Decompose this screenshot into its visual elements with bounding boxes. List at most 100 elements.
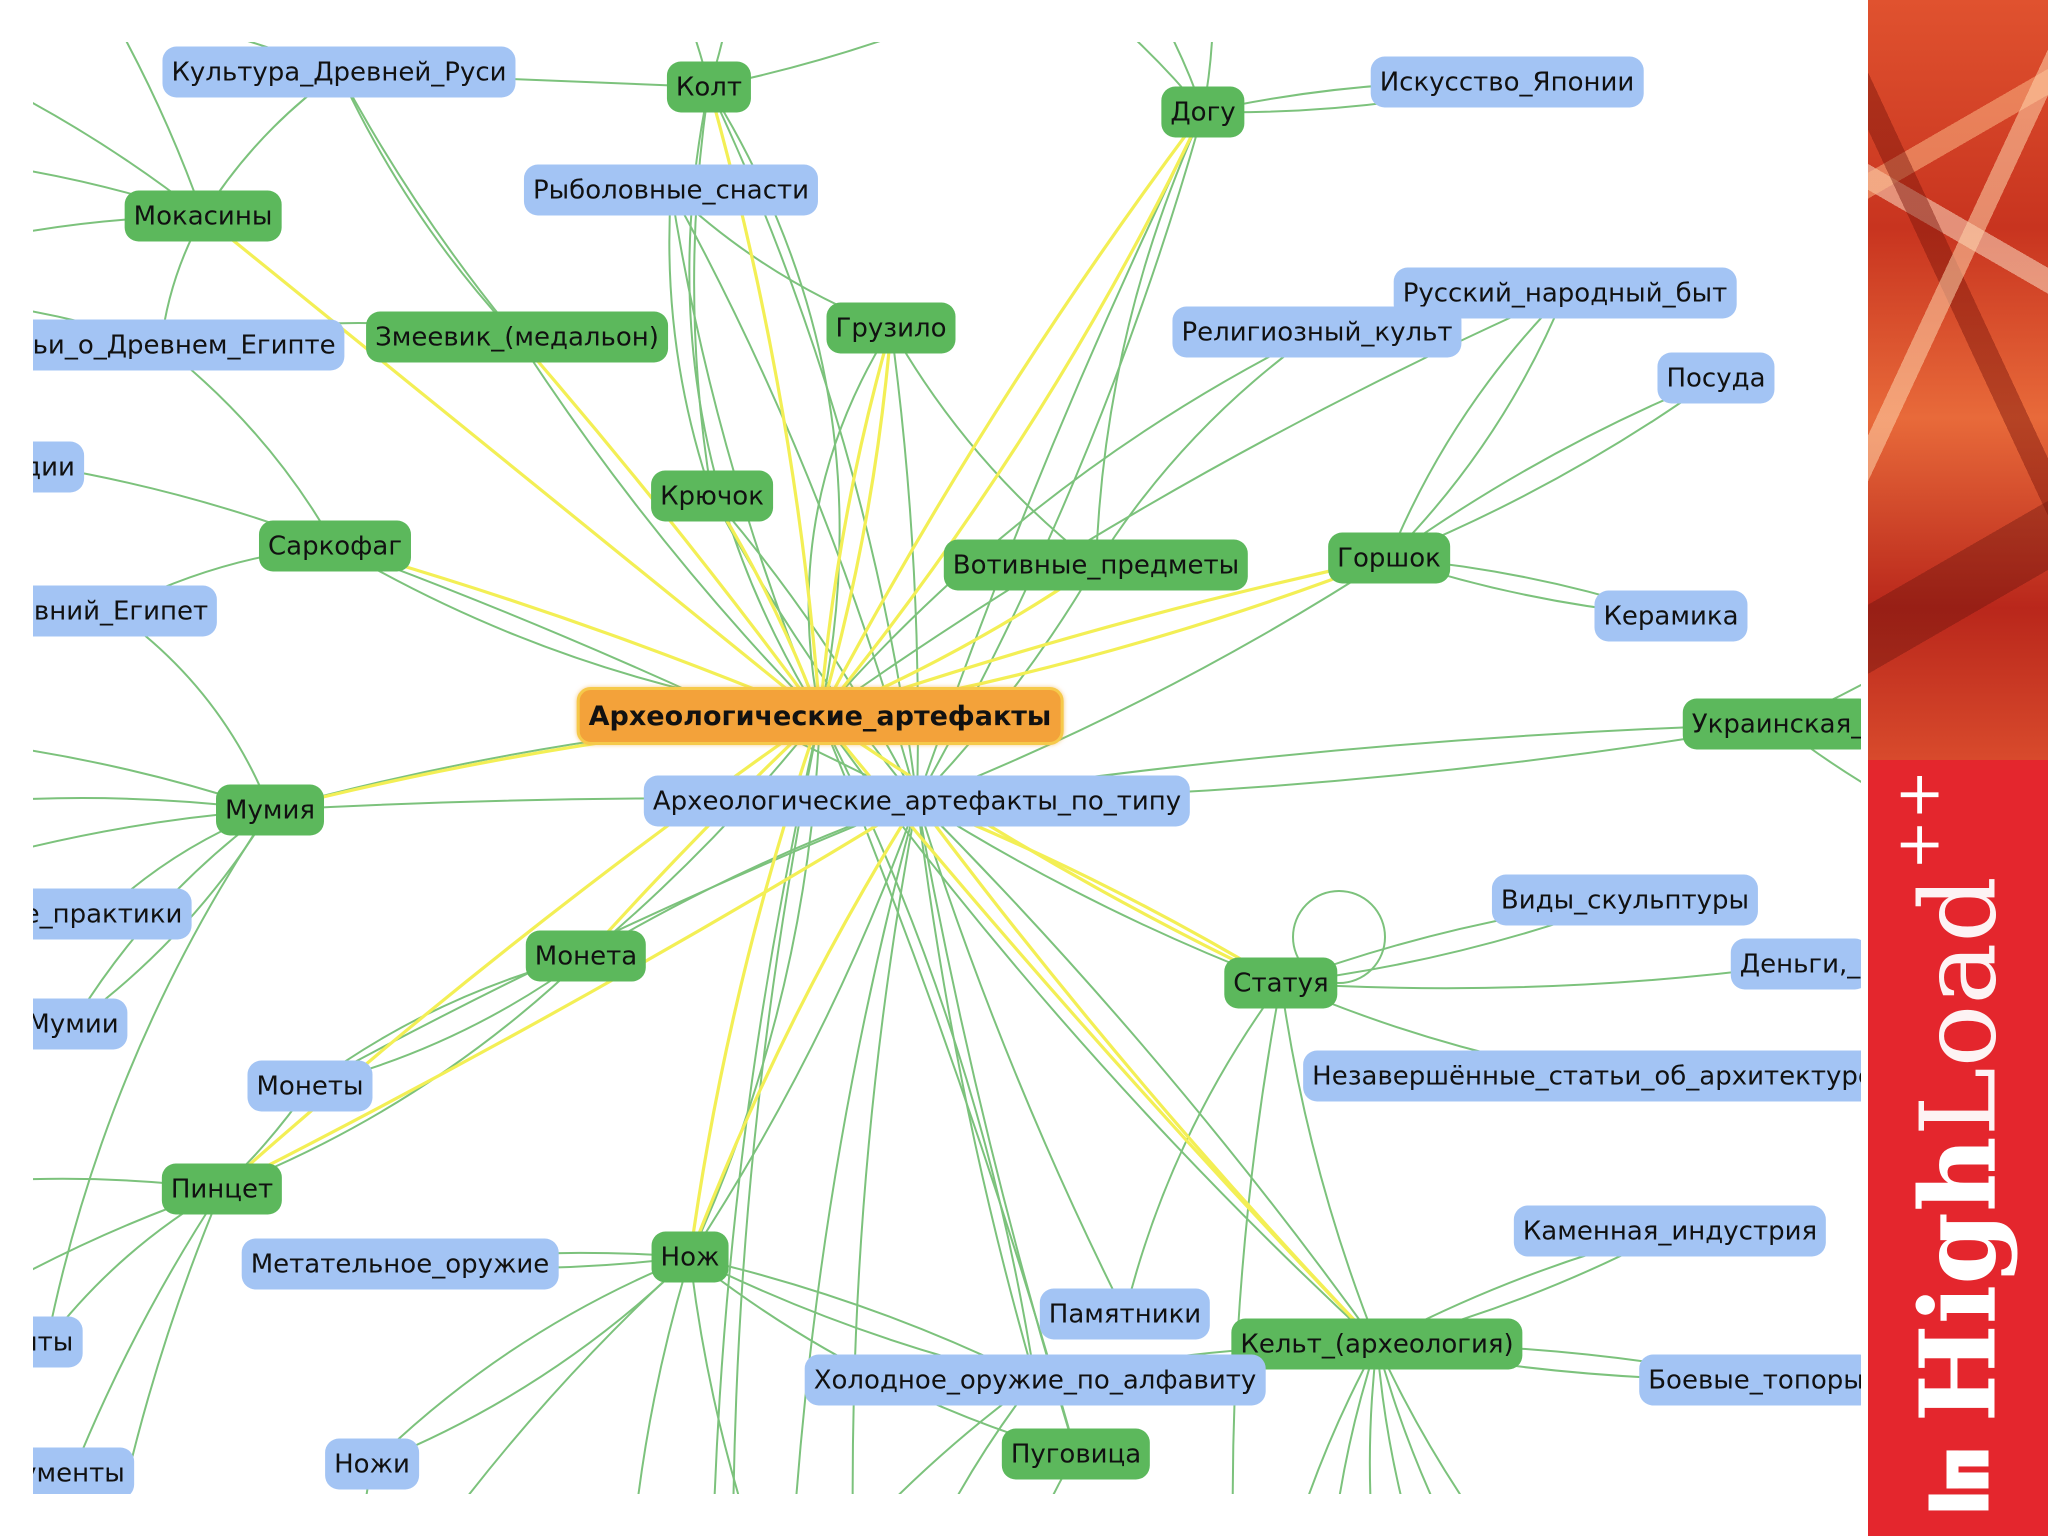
graph-edge: [807, 327, 892, 717]
node-posuda[interactable]: Посуда: [1657, 352, 1775, 404]
node-statyi[interactable]: татьи_о_Древнем_Египте: [33, 319, 345, 371]
graph-edge: [915, 800, 1379, 1346]
node-pincet[interactable]: Пинцет: [161, 1163, 283, 1215]
graph-edge: [713, 715, 821, 1494]
graph-edge: [818, 327, 893, 717]
node-mumiya[interactable]: Мумия: [216, 784, 324, 836]
graph-edge: [1388, 292, 1566, 559]
node-holodnoe[interactable]: Холодное_оружие_по_алфавиту: [804, 1354, 1266, 1406]
node-iskusstvo[interactable]: Искусство_Японии: [1370, 56, 1644, 108]
graph-edge: [112, 610, 271, 811]
brand-sidebar: High Load ++: [1868, 0, 2048, 1536]
graph-edge: [1280, 963, 1801, 990]
graph-edge: [916, 800, 1378, 1345]
graph-edge: [732, 715, 821, 1494]
graph-edge: [515, 335, 822, 717]
node-mokasiny[interactable]: Мокасины: [124, 190, 282, 242]
graph-edge: [689, 800, 918, 1258]
node-kamennaya[interactable]: Каменная_индустрия: [1513, 1205, 1827, 1257]
graph-edge: [916, 557, 1390, 802]
logo-text-bold: High: [1896, 1136, 2020, 1423]
node-rybolovnye[interactable]: Рыболовные_снасти: [523, 164, 819, 216]
graph-edge: [818, 111, 1205, 718]
node-pamyatniki[interactable]: Памятники: [1039, 1288, 1211, 1340]
node-boevye[interactable]: Боевые_топоры: [1639, 1354, 1861, 1406]
graph-edge: [689, 1256, 740, 1494]
node-drevny[interactable]: евний_Египет: [33, 585, 218, 637]
node-religiozny[interactable]: Религиозный_культ: [1172, 306, 1462, 358]
node-menty[interactable]: ументы: [33, 1447, 134, 1494]
graph-edge: [516, 336, 821, 717]
node-votivnye[interactable]: Вотивные_предметы: [943, 539, 1249, 591]
graph-edge: [338, 71, 518, 338]
node-gorshok[interactable]: Горшок: [1328, 532, 1450, 584]
highload-logo: High Load ++: [1883, 770, 2020, 1511]
graph-edge: [711, 495, 918, 802]
graph-edge: [201, 214, 822, 718]
graph-edge: [795, 800, 918, 1494]
node-monety[interactable]: Монеты: [247, 1060, 373, 1112]
graph-edge: [819, 331, 1318, 717]
graph-edge: [221, 799, 918, 1191]
node-nezavershennye[interactable]: Незавершённые_статьи_об_архитектуре: [1303, 1050, 1861, 1102]
graph-edge: [668, 189, 713, 497]
node-kryuchok[interactable]: Крючок: [651, 470, 773, 522]
graph-edge: [338, 71, 518, 338]
graph-edge: [916, 800, 1036, 1381]
self-loop-statuya: [1292, 890, 1386, 984]
graph-edge: [1124, 982, 1282, 1315]
node-vidy[interactable]: Виды_скульптуры: [1491, 874, 1759, 926]
graph-edge: [46, 809, 271, 1343]
node-statuya[interactable]: Статуя: [1224, 957, 1338, 1009]
node-center[interactable]: Археологические_артефакты: [576, 687, 1064, 745]
graph-canvas[interactable]: Археологические_артефакты Археологически…: [33, 42, 1861, 1494]
node-moneta[interactable]: Монета: [525, 930, 647, 982]
node-bytype[interactable]: Археологические_артефакты_по_типу: [643, 775, 1191, 827]
graph-edge: [1388, 377, 1717, 559]
node-kolt[interactable]: Колт: [666, 61, 752, 113]
graph-edge: [1095, 331, 1318, 566]
graph-edge: [851, 800, 918, 1494]
graph-edge: [1231, 982, 1282, 1494]
node-kelt[interactable]: Кельт_(археология): [1231, 1318, 1523, 1370]
graph-edge: [122, 1188, 223, 1494]
graph-edge: [890, 327, 1097, 566]
graph-edge: [819, 714, 1282, 985]
graph-edge: [1280, 982, 1378, 1345]
node-sarkofag[interactable]: Саркофаг: [258, 520, 412, 572]
node-ukrainskaya[interactable]: Украинская_: [1682, 698, 1861, 750]
node-mumii[interactable]: Мумии: [33, 998, 128, 1050]
graph-edge: [819, 715, 1077, 1455]
node-zmeevik[interactable]: Змеевик_(медальон): [366, 311, 668, 363]
node-pugovica[interactable]: Пуговица: [1001, 1428, 1151, 1480]
node-nozh[interactable]: Нож: [651, 1231, 729, 1283]
graph-edge: [371, 1256, 691, 1465]
node-keramika[interactable]: Керамика: [1594, 590, 1748, 642]
sidebar-red-band: [1868, 760, 2048, 1536]
node-dengi[interactable]: Деньги,_: [1730, 938, 1861, 990]
node-nozhi[interactable]: Ножи: [325, 1438, 419, 1490]
node-dogu[interactable]: Догу: [1161, 86, 1245, 138]
logo-text-light: Load: [1897, 876, 2019, 1137]
graph-edge: [72, 1188, 223, 1474]
node-dii[interactable]: дии: [33, 441, 84, 493]
graph-edge: [585, 715, 821, 957]
graph-edge: [468, 1256, 691, 1494]
node-metatelnoe[interactable]: Метательное_оружие: [241, 1238, 559, 1290]
graph-edge: [1376, 1343, 1462, 1494]
node-nty[interactable]: нты: [33, 1316, 83, 1368]
graph-edge: [637, 1256, 691, 1494]
sidebar-graphic: [1868, 0, 2048, 760]
graph-edge: [693, 86, 713, 497]
graph-edge: [710, 495, 822, 717]
graph-edge: [916, 564, 1097, 802]
graph-edge: [584, 714, 822, 958]
node-gruzilo[interactable]: Грузило: [826, 302, 956, 354]
graph-edge: [334, 545, 918, 802]
node-kultura[interactable]: Культура_Древней_Руси: [162, 46, 516, 98]
bottom-margin: [0, 1494, 1868, 1536]
node-praktiki[interactable]: е_практики: [33, 888, 192, 940]
graph-edge: [688, 800, 919, 1258]
graph-edge: [1388, 377, 1717, 559]
graph-edge: [125, 42, 204, 217]
